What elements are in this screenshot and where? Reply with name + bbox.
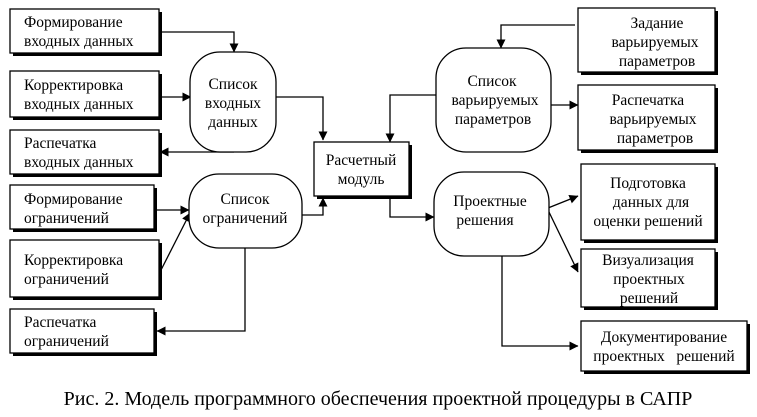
box-label: проектных решений — [593, 348, 734, 365]
arrow-calc-to-solutions — [389, 198, 435, 222]
store-label: Список — [220, 191, 270, 208]
box-label: ограничений — [24, 333, 109, 350]
box-label: Корректировка — [24, 77, 123, 94]
arrow-solutions-to-document — [501, 255, 579, 351]
box-prepare-data: Подготовка данных для оценки решений — [580, 163, 718, 243]
box-label: данных для — [613, 194, 689, 211]
store-label: Список — [208, 76, 258, 93]
box-set-params: Задание варьируемых параметров — [577, 7, 718, 75]
box-label: входных данных — [24, 33, 134, 50]
box-label: Задание — [631, 15, 684, 32]
store-label: Проектные — [453, 193, 527, 210]
connectors — [155, 24, 579, 351]
box-print-input: Распечатка входных данных — [9, 129, 162, 177]
box-correct-constraints: Корректировка ограничений — [9, 239, 162, 300]
store-label: Список — [467, 73, 517, 90]
arrow-input-list-to-calc — [275, 96, 328, 141]
box-print-params: Распечатка варьируемых параметров — [577, 84, 718, 153]
arrow-params-list-to-calc — [385, 94, 440, 143]
box-label: решений — [620, 290, 678, 307]
box-label: модуль — [338, 171, 385, 188]
store-label: варьируемых — [451, 92, 538, 109]
store-label: входных — [205, 95, 261, 112]
arrow-solutions-to-prepare — [547, 194, 579, 209]
box-label: варьируемых — [609, 111, 696, 128]
box-label: Распечатка — [612, 92, 685, 109]
box-label: входных данных — [24, 96, 134, 113]
box-label: Визуализация — [602, 252, 694, 269]
box-label: параметров — [617, 130, 693, 147]
box-label: Корректировка — [24, 252, 123, 269]
box-label: Распечатка — [24, 314, 97, 331]
arrow-constraints-list-to-print — [156, 248, 246, 336]
store-label: параметров — [455, 111, 531, 128]
arrow-correct-constraints-to-list — [159, 212, 191, 273]
box-label: входных данных — [24, 154, 134, 171]
box-label: Расчетный — [326, 152, 397, 169]
box-label: проектных — [613, 271, 685, 288]
box-print-constraints: Распечатка ограничений — [9, 308, 157, 356]
box-label: Подготовка — [610, 175, 686, 192]
store-params-list: Список варьируемых параметров — [435, 47, 552, 153]
box-label: варьируемых — [611, 34, 698, 51]
box-label: параметров — [619, 53, 695, 70]
box-document: Документирование проектных решений — [580, 320, 750, 374]
box-label: ограничений — [24, 210, 109, 227]
box-label: Распечатка — [24, 135, 97, 152]
figure-caption: Рис. 2. Модель программного обеспечения … — [64, 388, 693, 410]
arrow-form-input-to-list — [160, 31, 239, 53]
store-label: решения — [456, 212, 513, 229]
box-label: Документирование — [601, 329, 727, 346]
box-label: ограничений — [24, 271, 109, 288]
store-solutions: Проектные решения — [433, 171, 550, 257]
store-label: данных — [208, 114, 258, 131]
arrow-set-params-to-list — [496, 24, 575, 49]
box-visualize: Визуализация проектных решений — [580, 248, 718, 310]
arrow-solutions-to-visualize — [547, 209, 579, 273]
store-input-list: Список входных данных — [189, 51, 277, 153]
box-label: Формирование — [24, 14, 123, 31]
store-constraints-list: Список ограничений — [188, 173, 303, 249]
box-calc-module: Расчетный модуль — [313, 141, 412, 199]
box-label: оценки решений — [593, 213, 702, 230]
box-correct-input: Корректировка входных данных — [9, 70, 162, 120]
arrow-constraints-list-to-calc — [302, 197, 328, 216]
box-form-input: Формирование входных данных — [9, 8, 162, 56]
store-label: ограничений — [203, 210, 288, 227]
box-label: Формирование — [24, 191, 123, 208]
box-form-constraints: Формирование ограничений — [9, 184, 157, 232]
